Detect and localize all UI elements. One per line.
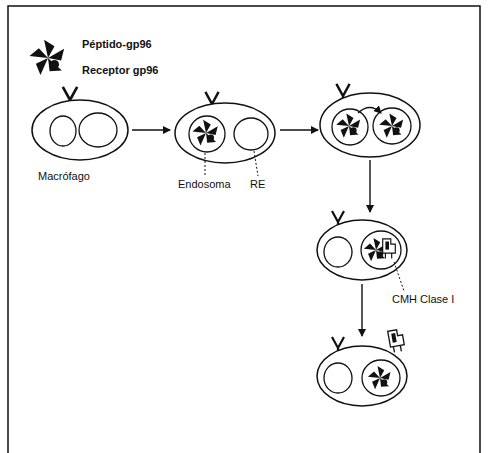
compartment-label: Endosoma — [178, 178, 231, 191]
cell-label: Macrófago — [38, 170, 90, 183]
compartment-label: RE — [250, 178, 265, 191]
molecule-label: CMH Clase I — [392, 293, 454, 306]
frame — [8, 6, 480, 453]
receptor-label: Receptor gp96 — [82, 64, 158, 77]
ligand-label: Péptido-gp96 — [82, 38, 152, 51]
